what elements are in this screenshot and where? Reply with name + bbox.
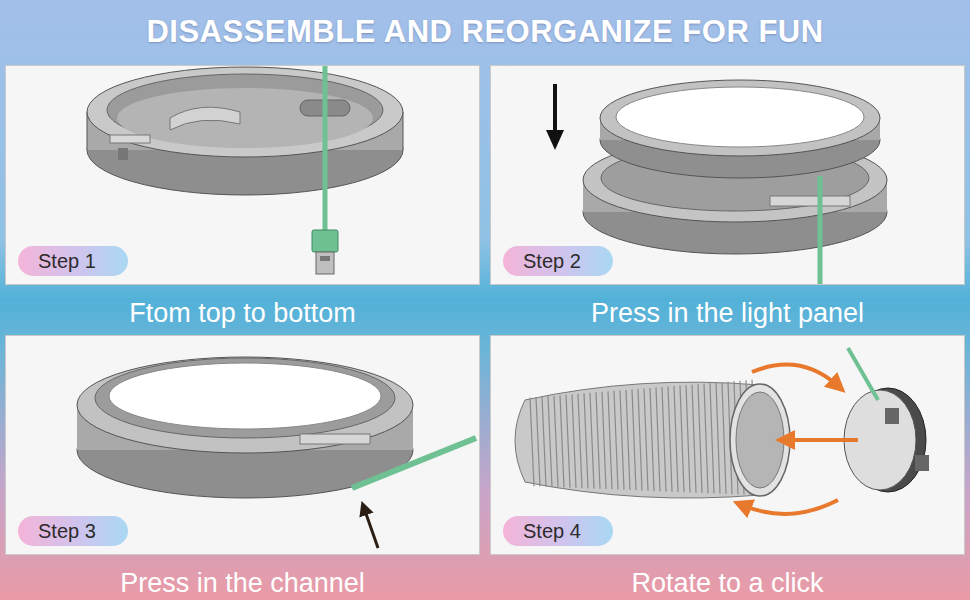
press-arrow — [364, 508, 378, 548]
step-pill: Step 2 — [503, 246, 613, 276]
fin-line — [608, 391, 612, 489]
fin-line — [566, 395, 570, 488]
fin-line — [710, 383, 714, 493]
fin-line — [722, 382, 726, 494]
step-caption: Press in the light panel — [491, 298, 964, 329]
fin-line — [716, 383, 720, 494]
insert-arrow — [785, 438, 858, 442]
fin-line — [572, 394, 576, 488]
fin-line — [686, 385, 690, 492]
fin-line — [662, 387, 666, 491]
usb-cable — [848, 348, 878, 400]
fin-line — [578, 394, 582, 488]
fin-line — [644, 388, 648, 490]
usb-cable — [352, 438, 476, 488]
step-caption: Ftom top to bottom — [6, 298, 479, 329]
title: DISASSEMBLE AND REORGANIZE FOR FUN — [0, 14, 970, 50]
fin-line — [560, 395, 564, 487]
fin-line — [674, 386, 678, 492]
fin-line — [620, 390, 624, 489]
fin-line — [614, 391, 618, 490]
base-ring — [87, 67, 403, 195]
panel-ground — [490, 335, 965, 555]
step-pill: Step 3 — [18, 516, 128, 546]
fin-line — [668, 387, 672, 492]
step-label: Step 1 — [18, 246, 116, 276]
panel-ground — [5, 335, 480, 555]
step-label: Step 2 — [503, 246, 601, 276]
step-label: Step 3 — [18, 516, 116, 546]
step-panel: Ftom top to bottomStep 1 — [5, 65, 480, 285]
down-arrow — [546, 84, 564, 150]
finned-shade — [515, 380, 790, 498]
fin-line — [638, 389, 642, 491]
fin-line — [704, 384, 708, 493]
fin-line — [530, 398, 534, 487]
fin-line — [632, 389, 636, 490]
fin-line — [536, 397, 540, 486]
rotate-arrow — [742, 500, 838, 514]
fin-line — [590, 393, 594, 489]
fin-line — [548, 396, 552, 487]
step-panel: Press in the light panelStep 2 — [490, 65, 965, 285]
fin-line — [698, 384, 702, 493]
step-caption: Rotate to a click — [491, 568, 964, 599]
fin-line — [542, 397, 546, 487]
panel-ground — [490, 65, 965, 285]
fin-line — [680, 386, 684, 493]
fin-line — [650, 388, 654, 491]
step-panel: Rotate to a clickStep 4 — [490, 335, 965, 555]
fin-line — [602, 392, 606, 489]
panel-ground — [5, 65, 480, 285]
step-pill: Step 4 — [503, 516, 613, 546]
fin-line — [584, 393, 588, 488]
assembled-base — [77, 357, 413, 498]
rotate-arrow — [752, 365, 838, 386]
light-panel — [600, 80, 880, 178]
fin-line — [626, 390, 630, 490]
fin-line — [656, 388, 660, 492]
step-caption: Press in the channel — [6, 568, 479, 599]
step-pill: Step 1 — [18, 246, 128, 276]
fin-line — [692, 385, 696, 493]
usb-cable — [312, 66, 338, 274]
step-label: Step 4 — [503, 516, 601, 546]
usb-cable — [818, 176, 823, 284]
step-panel: Press in the channelStep 3 — [5, 335, 480, 555]
fin-line — [596, 392, 600, 489]
fin-line — [554, 396, 558, 487]
